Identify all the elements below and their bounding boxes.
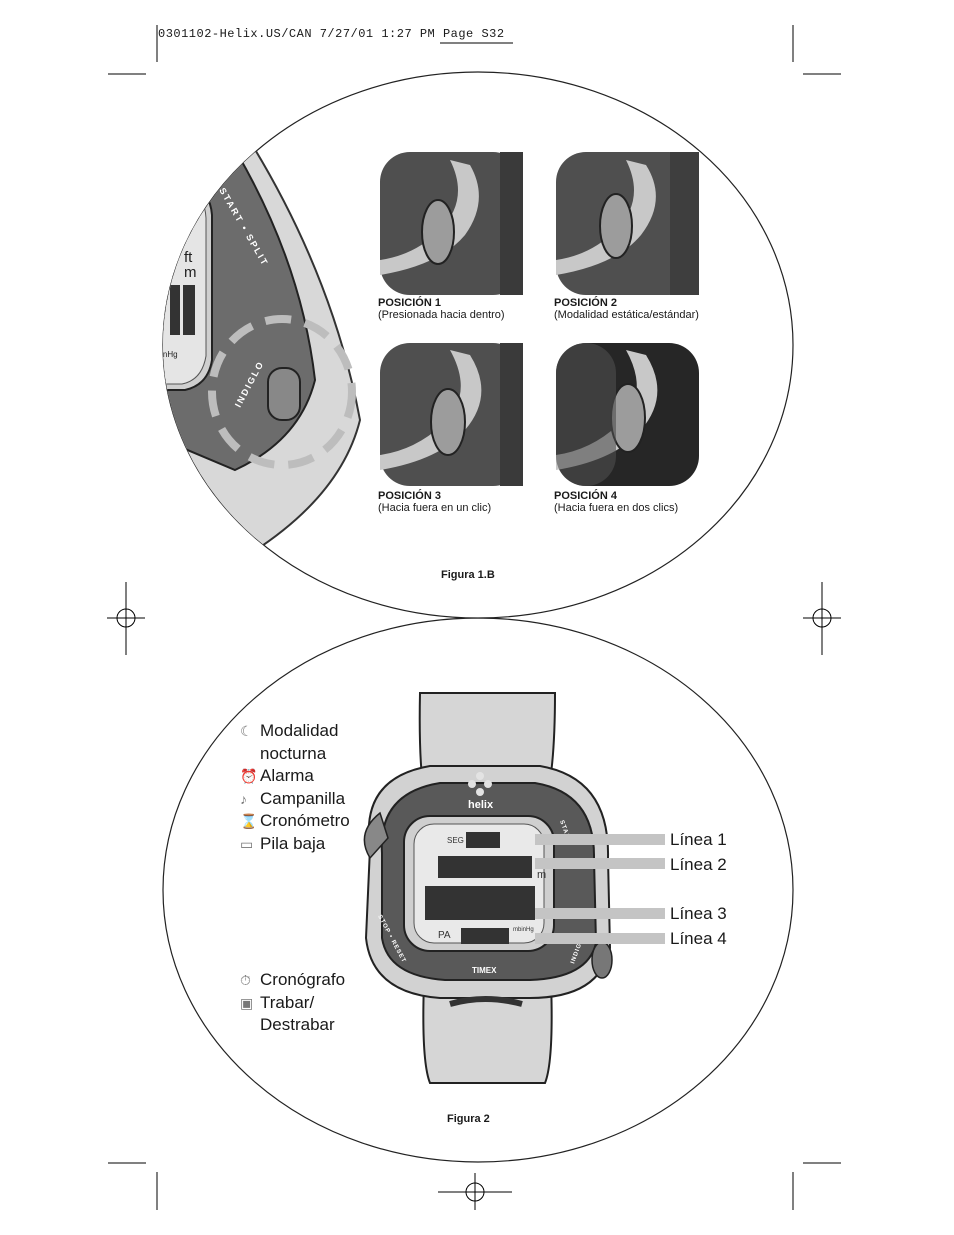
svg-text:mbinHg: mbinHg bbox=[150, 350, 178, 359]
legend-top: ☾ Modalidad nocturna ⏰ Alarma ♪ Campanill… bbox=[240, 720, 350, 855]
figure-2-oval bbox=[162, 618, 794, 1163]
line-2-label: Línea 2 bbox=[670, 855, 727, 874]
legend-alarm-label: Alarma bbox=[260, 766, 314, 785]
chronograph-icon: ⏱ bbox=[240, 972, 251, 988]
legend-low-battery: ▭ Pila baja bbox=[240, 833, 350, 856]
legend-bottom: ⏱ Cronógrafo ▣ Trabar/Destrabar bbox=[240, 969, 345, 1037]
figure-2-illustration: helix SEG m PA mbinHg TIMEX STOP • RESET… bbox=[162, 618, 794, 1163]
legend-lock: ▣ Trabar/Destrabar bbox=[240, 992, 345, 1037]
legend-alarm: ⏰ Alarma bbox=[240, 765, 350, 788]
line-4-label: Línea 4 bbox=[670, 929, 727, 948]
figure-1b-caption: Figura 1.B bbox=[441, 569, 495, 581]
line-1-label: Línea 1 bbox=[670, 830, 727, 849]
position-4-desc: (Hacia fuera en dos clics) bbox=[554, 502, 679, 514]
position-3-caption: POSICIÓN 3 (Hacia fuera en un clic) bbox=[378, 490, 491, 514]
position-1-image bbox=[380, 152, 523, 295]
legend-chronograph-label: Cronógrafo bbox=[260, 970, 346, 989]
svg-text:m: m bbox=[184, 264, 197, 281]
legend-night-mode-label: Modalidad bbox=[260, 721, 339, 740]
position-4-title: POSICIÓN 4 bbox=[554, 490, 617, 502]
lock-icon: ▣ bbox=[240, 994, 254, 1011]
position-1-caption: POSICIÓN 1 (Presionada hacia dentro) bbox=[378, 297, 505, 321]
position-2-caption: POSICIÓN 2 (Modalidad estática/estándar) bbox=[554, 297, 699, 321]
chime-icon: ♪ bbox=[240, 790, 247, 807]
position-2-desc: (Modalidad estática/estándar) bbox=[554, 309, 699, 321]
legend-chime: ♪ Campanilla bbox=[240, 788, 350, 811]
battery-icon: ▭ bbox=[240, 835, 254, 852]
line-pointers bbox=[535, 834, 665, 944]
watch-front: helix SEG m PA mbinHg TIMEX STOP • RESET… bbox=[363, 692, 613, 1084]
position-3-title: POSICIÓN 3 bbox=[378, 490, 441, 502]
position-2-title: POSICIÓN 2 bbox=[554, 297, 617, 309]
print-slug: 0301102-Helix.US/CAN 7/27/01 1:27 PM Pag… bbox=[158, 27, 505, 41]
chronograph-icon bbox=[163, 214, 174, 230]
svg-text:ft: ft bbox=[184, 249, 193, 266]
watch-closeup: ft m mbinHg START • SPLIT INDIGLO bbox=[150, 108, 362, 561]
svg-text:m: m bbox=[537, 869, 546, 881]
legend-timer: ⌛ Cronómetro bbox=[240, 810, 350, 833]
position-3-desc: (Hacia fuera en un clic) bbox=[378, 502, 492, 514]
hourglass-icon: ⌛ bbox=[240, 813, 258, 829]
legend-lock-label-2: Destrabar bbox=[260, 1015, 335, 1034]
svg-text:SEG: SEG bbox=[447, 836, 464, 845]
position-1-title: POSICIÓN 1 bbox=[378, 297, 441, 309]
legend-chronograph: ⏱ Cronógrafo bbox=[240, 969, 345, 992]
svg-text:mbinHg: mbinHg bbox=[513, 927, 534, 933]
svg-text:PA: PA bbox=[438, 930, 451, 941]
position-1-desc: (Presionada hacia dentro) bbox=[378, 309, 505, 321]
position-4-image bbox=[556, 343, 699, 486]
alarm-icon: ⏰ bbox=[240, 768, 258, 784]
legend-night-mode-label-2: nocturna bbox=[260, 743, 327, 763]
position-2-image bbox=[556, 152, 699, 295]
figure-2-caption: Figura 2 bbox=[447, 1113, 490, 1125]
legend-night-mode: ☾ Modalidad nocturna bbox=[240, 720, 350, 765]
svg-text:helix: helix bbox=[468, 799, 494, 811]
legend-low-battery-label: Pila baja bbox=[260, 833, 326, 853]
lock-icon bbox=[150, 362, 161, 372]
line-3-label: Línea 3 bbox=[670, 904, 727, 923]
figure-1b-illustration: ft m mbinHg START • SPLIT INDIGLO bbox=[150, 71, 794, 619]
moon-icon: ☾ bbox=[240, 723, 253, 739]
legend-lock-label: Trabar/ bbox=[260, 992, 315, 1012]
position-3-image bbox=[380, 343, 523, 486]
svg-text:TIMEX: TIMEX bbox=[472, 966, 497, 975]
legend-chime-label: Campanilla bbox=[260, 788, 346, 808]
legend-timer-label: Cronómetro bbox=[260, 811, 350, 830]
position-4-caption: POSICIÓN 4 (Hacia fuera en dos clics) bbox=[554, 490, 678, 514]
